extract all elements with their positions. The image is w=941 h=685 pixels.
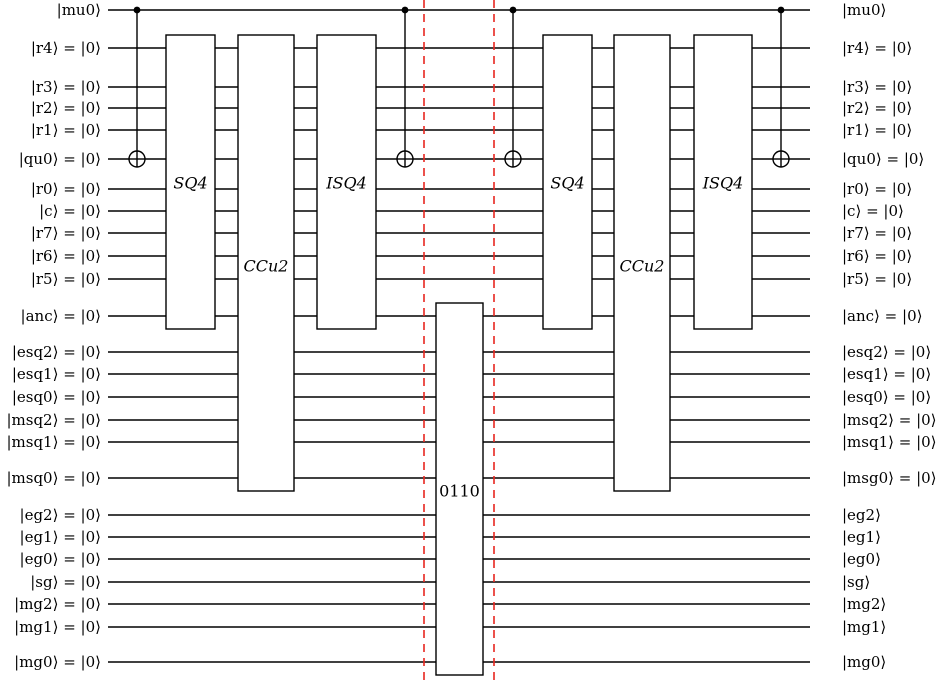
gate-box (316, 34, 377, 330)
qubit-input-label: |eg2⟩ = |0⟩ (20, 506, 101, 524)
qubit-output-label: |qu0⟩ = |0⟩ (842, 150, 924, 168)
qubit-output-label: |eg0⟩ (842, 550, 881, 568)
qubit-input-label: |msq1⟩ = |0⟩ (6, 433, 101, 451)
qubit-input-label: |msq2⟩ = |0⟩ (6, 411, 101, 429)
qubit-input-label: |r4⟩ = |0⟩ (31, 39, 101, 57)
gate-label: CCu2 (620, 257, 665, 276)
cnot-lines (136, 10, 782, 167)
gate-label: 0110 (439, 482, 480, 501)
qubit-output-label: |esq2⟩ = |0⟩ (842, 343, 931, 361)
qubit-output-label: |r0⟩ = |0⟩ (842, 180, 912, 198)
gate-label: SQ4 (173, 174, 207, 193)
qubit-output-label: |r1⟩ = |0⟩ (842, 121, 912, 139)
qubit-output-label: |eg2⟩ (842, 506, 881, 524)
qubit-output-label: |r4⟩ = |0⟩ (842, 39, 912, 57)
qubit-input-label: |mg2⟩ = |0⟩ (14, 595, 101, 613)
qubit-input-label: |mu0⟩ (57, 1, 101, 19)
qubit-input-label: |eg1⟩ = |0⟩ (20, 528, 101, 546)
qubit-output-label: |msg0⟩ = |0⟩ (842, 469, 937, 487)
qubit-input-label: |mg0⟩ = |0⟩ (14, 653, 101, 671)
qubit-input-label: |msq0⟩ = |0⟩ (6, 469, 101, 487)
gate-box (613, 34, 671, 492)
qubit-output-label: |mu0⟩ (842, 1, 886, 19)
qubit-input-label: |esq0⟩ = |0⟩ (12, 388, 101, 406)
cnot-control-dot (401, 6, 409, 14)
qubit-output-label: |sg⟩ (842, 573, 870, 591)
qubit-input-label: |r1⟩ = |0⟩ (31, 121, 101, 139)
qubit-input-label: |r6⟩ = |0⟩ (31, 247, 101, 265)
cnot-control-dot (777, 6, 785, 14)
gate-label: CCu2 (244, 257, 289, 276)
qubit-output-label: |mg2⟩ (842, 595, 886, 613)
qubit-output-label: |msq1⟩ = |0⟩ (842, 433, 937, 451)
qubit-output-label: |c⟩ = |0⟩ (842, 202, 904, 220)
gate-box (237, 34, 295, 492)
qubit-input-label: |r7⟩ = |0⟩ (31, 224, 101, 242)
gate-label: ISQ4 (702, 174, 744, 193)
qubit-input-label: |sg⟩ = |0⟩ (30, 573, 101, 591)
qubit-input-label: |r0⟩ = |0⟩ (31, 180, 101, 198)
gate-box (435, 302, 484, 676)
cnot-control-dot (133, 6, 141, 14)
qubit-input-label: |c⟩ = |0⟩ (39, 202, 101, 220)
gate-label: SQ4 (550, 174, 584, 193)
qubit-output-label: |esq1⟩ = |0⟩ (842, 365, 931, 383)
qubit-output-label: |mg1⟩ (842, 618, 886, 636)
qubit-input-label: |r5⟩ = |0⟩ (31, 270, 101, 288)
qubit-input-label: |qu0⟩ = |0⟩ (19, 150, 101, 168)
qubit-output-label: |r5⟩ = |0⟩ (842, 270, 912, 288)
qubit-output-label: |eg1⟩ (842, 528, 881, 546)
qubit-output-label: |r2⟩ = |0⟩ (842, 99, 912, 117)
qubit-output-label: |esq0⟩ = |0⟩ (842, 388, 931, 406)
qubit-input-label: |esq2⟩ = |0⟩ (12, 343, 101, 361)
qubit-output-label: |r6⟩ = |0⟩ (842, 247, 912, 265)
cnot-control-dot (509, 6, 517, 14)
qubit-input-label: |mg1⟩ = |0⟩ (14, 618, 101, 636)
qubit-output-label: |r3⟩ = |0⟩ (842, 78, 912, 96)
qubit-input-label: |r3⟩ = |0⟩ (31, 78, 101, 96)
qubit-output-label: |r7⟩ = |0⟩ (842, 224, 912, 242)
gate-box (165, 34, 216, 330)
qubit-input-label: |eg0⟩ = |0⟩ (20, 550, 101, 568)
output-labels: |mu0⟩ |r4⟩ = |0⟩ |r3⟩ = |0⟩ |r2⟩ = |0⟩ |r1⟩ … (842, 1, 937, 671)
qubit-input-label: |esq1⟩ = |0⟩ (12, 365, 101, 383)
gate-label: ISQ4 (325, 174, 367, 193)
qubit-input-label: |r2⟩ = |0⟩ (31, 99, 101, 117)
qubit-output-label: |msq2⟩ = |0⟩ (842, 411, 937, 429)
qubit-output-label: |anc⟩ = |0⟩ (842, 307, 922, 325)
gate-box (693, 34, 753, 330)
input-labels: |mu0⟩ |r4⟩ = |0⟩ |r3⟩ = |0⟩ |r2⟩ = |0⟩ |r1⟩ … (6, 1, 101, 671)
qubit-input-label: |anc⟩ = |0⟩ (21, 307, 101, 325)
qubit-output-label: |mg0⟩ (842, 653, 886, 671)
barriers (423, 0, 495, 685)
gate-box (542, 34, 593, 330)
